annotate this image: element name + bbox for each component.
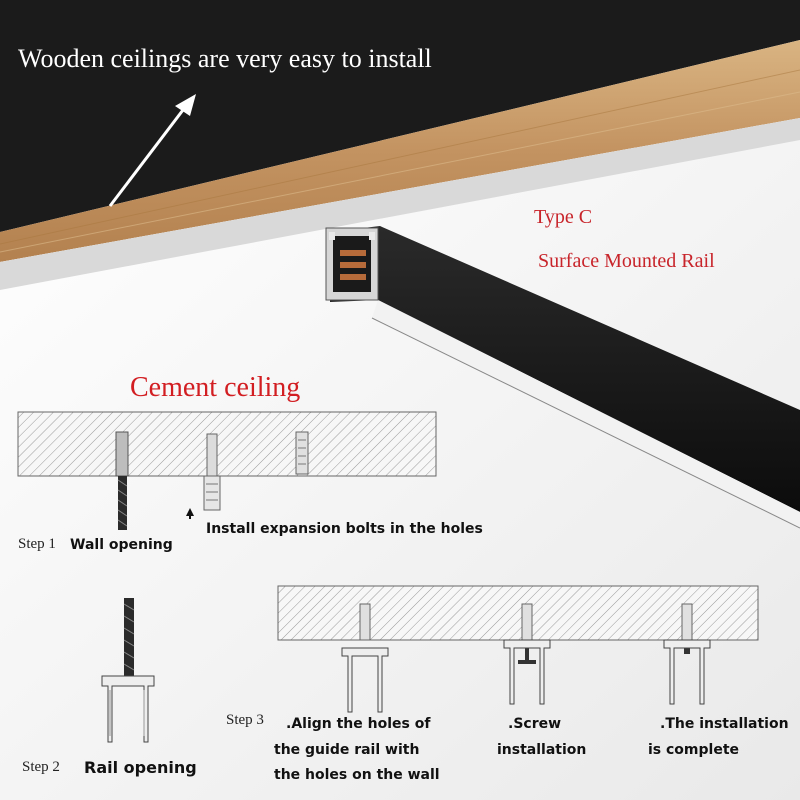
step2-label: Step 2 <box>22 759 60 775</box>
headline-text: Wooden ceilings are very easy to install <box>18 44 432 73</box>
dark-ceiling <box>0 0 800 232</box>
product-name-label: Surface Mounted Rail <box>538 250 715 272</box>
step1-label: Step 1 <box>18 536 56 552</box>
product-type-label: Type C <box>534 206 593 228</box>
rail-profile-align <box>341 603 389 713</box>
screw-line-2: installation <box>497 742 587 758</box>
pointer-arrow <box>108 94 196 207</box>
cement-ceiling-title: Cement ceiling <box>130 372 301 403</box>
cement-slab-step3 <box>277 585 759 641</box>
step2-description: Rail opening <box>84 758 197 777</box>
step2-drill-rail <box>101 598 155 743</box>
surface-rail <box>330 226 800 512</box>
bolt-instruction: Install expansion bolts in the holes <box>206 521 483 537</box>
screw-line-1: .Screw <box>508 716 562 732</box>
complete-line-2: is complete <box>648 742 740 758</box>
rail-profile-end <box>325 227 379 301</box>
align-line-2: the guide rail with <box>274 742 420 758</box>
wood-beam <box>0 40 800 262</box>
align-line-3: the holes on the wall <box>274 767 440 783</box>
inserted-bolt <box>295 431 309 475</box>
step1-description: Wall opening <box>70 537 173 553</box>
align-line-1: .Align the holes of <box>286 716 431 732</box>
expansion-bolt <box>203 433 221 511</box>
rail-profile-screw <box>503 603 551 705</box>
step3-label: Step 3 <box>226 712 264 728</box>
rail-profile-complete <box>663 603 711 705</box>
cement-slab-top <box>17 411 437 477</box>
drill-bit-1 <box>115 431 129 530</box>
complete-line-1: .The installation <box>660 716 789 732</box>
